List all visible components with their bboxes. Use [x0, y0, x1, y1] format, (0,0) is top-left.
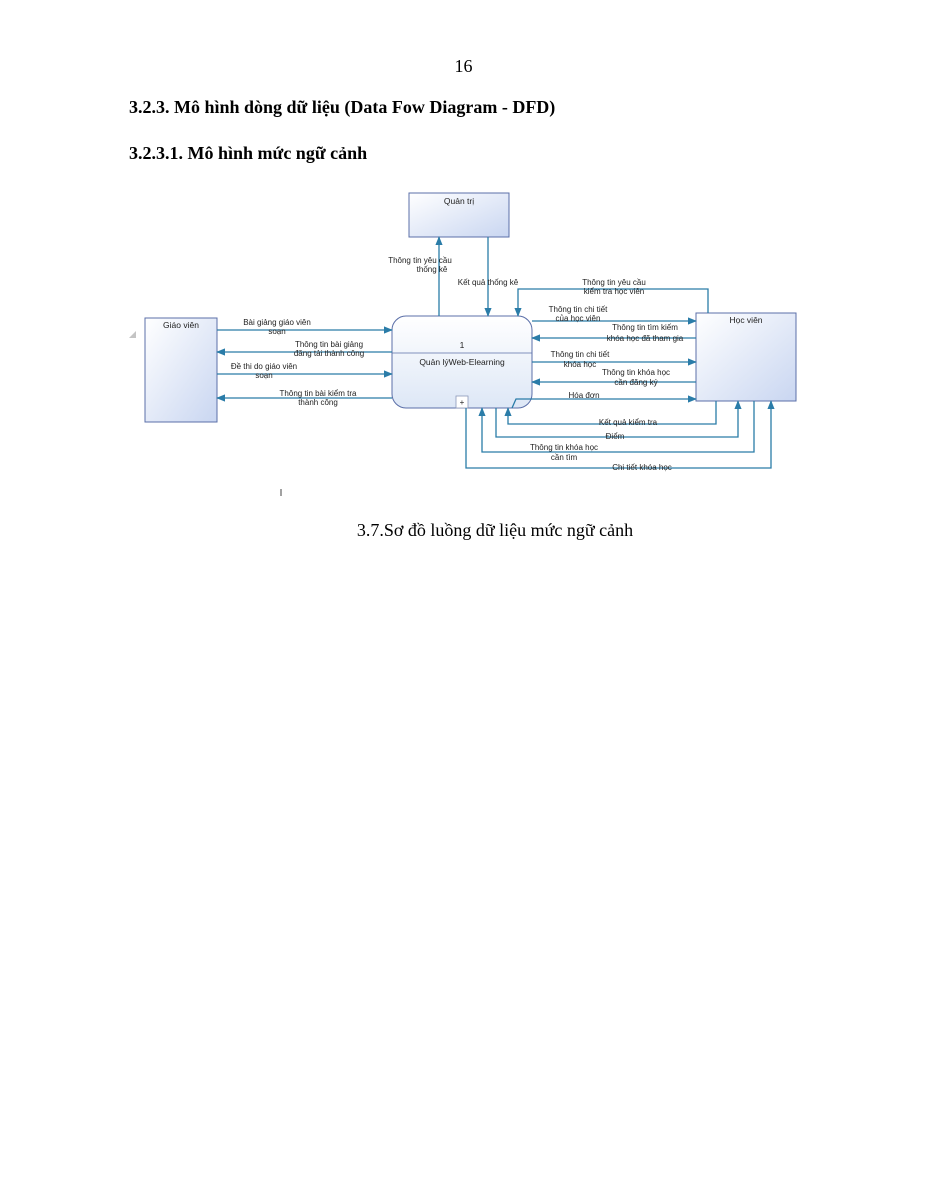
flow-student-check-request [514, 288, 709, 317]
flow-label: Thông tin chi tiết [551, 350, 610, 359]
flow-label: Bài giảng giáo viên [243, 318, 311, 327]
flow-label: Điểm [606, 432, 625, 441]
flow-label: soạn [268, 327, 285, 336]
flow-label: cần đăng ký [614, 378, 657, 387]
flow-label: Hóa đơn [568, 391, 599, 400]
flow-label: Thông tin bài giảng [295, 340, 363, 349]
subsection-heading: 3.2.3.1. Mô hình mức ngữ cảnh [129, 143, 368, 163]
section-heading: 3.2.3. Mô hình dòng dữ liệu (Data Fow Di… [129, 97, 556, 117]
flow-label: Kết quả thống kê [458, 278, 519, 287]
expand-box [455, 395, 469, 409]
flow-label: Thông tin yêu cầu [582, 278, 646, 287]
flow-label: Thông tin khóa học [602, 368, 670, 377]
flow-label: Thông tin chi tiết [549, 305, 608, 314]
flow-label: của học viên [556, 314, 601, 323]
process-id: 1 [460, 340, 465, 350]
process-name: Quản lýWeb-Elearning [419, 357, 505, 367]
flow-label: Chi tiết khóa học [612, 463, 672, 472]
flow-course-detail-out [465, 400, 775, 469]
flow-label: kiểm tra học viên [584, 287, 644, 296]
entity-admin-label: Quản trị [444, 196, 474, 206]
flow-test-result [504, 401, 717, 425]
flow-label: cần tìm [551, 453, 578, 462]
page-number: 16 [454, 56, 473, 76]
flow-invoice [511, 395, 697, 409]
entity-teacher-label: Giáo viên [163, 320, 199, 330]
flow-label: khóa học [564, 360, 596, 369]
entity-teacher [144, 317, 218, 423]
expand-plus-icon: + [460, 398, 465, 407]
entity-student [695, 312, 797, 402]
resize-handle-icon [129, 331, 136, 338]
flow-label: Đề thi do giáo viên [231, 362, 297, 371]
flow-score [495, 400, 742, 438]
flow-label: đăng tải thành công [294, 349, 364, 358]
entity-admin [408, 192, 510, 238]
figure-caption: 3.7.Sơ đồ luồng dữ liệu mức ngữ cảnh [356, 520, 634, 540]
flow-label: soạn [255, 371, 272, 380]
flow-course-search [478, 401, 755, 453]
flow-label: Thông tin khóa học [530, 443, 598, 452]
flow-label: Kết quả kiểm tra [599, 418, 658, 427]
flow-label: thống kê [417, 265, 448, 274]
entity-student-label: Học viên [729, 315, 762, 325]
flow-label: Thông tin yêu cầu [388, 256, 452, 265]
flow-label: Thông tin bài kiểm tra [280, 389, 357, 398]
flow-label: khóa học đã tham gia [607, 334, 684, 343]
data-flow-diagram: Quản trị Giáo viên Học viên 1 Quản lýWeb… [129, 192, 797, 496]
flow-label: thành công [298, 398, 338, 407]
flow-label: Thông tin tìm kiếm [612, 323, 678, 332]
